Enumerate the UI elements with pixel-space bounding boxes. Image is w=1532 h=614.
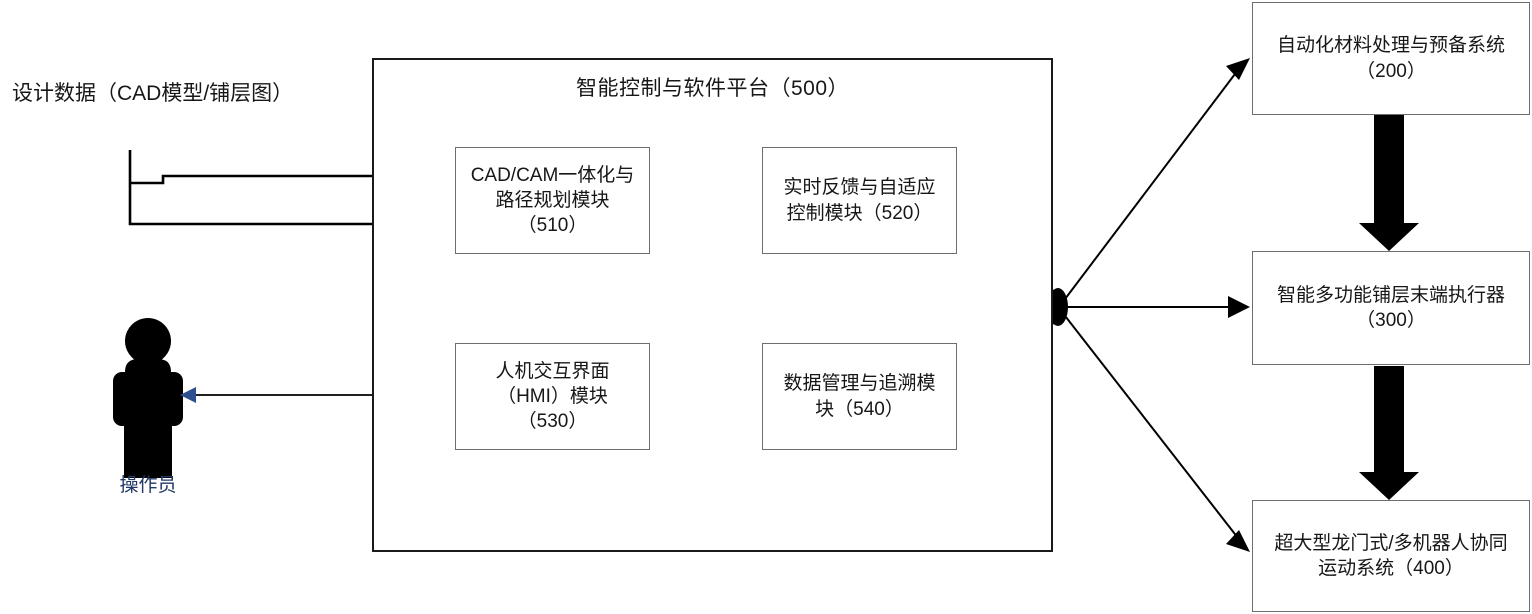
- arrow-platform-200: [1061, 58, 1250, 304]
- module-510-line-2: 路径规划模块: [495, 189, 610, 211]
- operator-label: 操作员: [98, 470, 198, 497]
- arrow-platform-300: [1062, 296, 1250, 318]
- module-510[interactable]: CAD/CAM一体化与 路径规划模块 （510）: [455, 147, 650, 254]
- platform-title-500: 智能控制与软件平台（500）: [372, 72, 1053, 102]
- module-530-label: 人机交互界面 （HMI）模块 （530）: [495, 359, 609, 434]
- system-300[interactable]: 智能多功能铺层末端执行器 （300）: [1252, 251, 1530, 365]
- module-530[interactable]: 人机交互界面 （HMI）模块 （530）: [455, 343, 650, 450]
- module-510-label: CAD/CAM一体化与 路径规划模块 （510）: [471, 163, 635, 238]
- system-200[interactable]: 自动化材料处理与预备系统 （200）: [1252, 2, 1530, 115]
- system-300-line-2: （300）: [1356, 310, 1426, 331]
- operator-icon: [113, 318, 183, 478]
- module-530-line-3: （530）: [517, 411, 588, 433]
- system-200-label: 自动化材料处理与预备系统 （200）: [1277, 33, 1505, 83]
- module-530-line-1: 人机交互界面: [495, 360, 610, 382]
- system-400-label: 超大型龙门式/多机器人协同 运动系统（400）: [1274, 531, 1507, 581]
- design-data-label: 设计数据（CAD模型/铺层图）: [12, 80, 302, 109]
- module-520[interactable]: 实时反馈与自适应 控制模块（520）: [762, 147, 957, 254]
- module-520-line-1: 实时反馈与自适应: [783, 177, 936, 199]
- arrow-platform-400: [1061, 311, 1250, 552]
- module-540-line-2: 块（540）: [815, 398, 904, 420]
- operator-label-text: 操作员: [119, 475, 177, 496]
- system-300-label: 智能多功能铺层末端执行器 （300）: [1277, 283, 1505, 333]
- module-540-line-1: 数据管理与追溯模: [783, 373, 936, 395]
- platform-title-text: 智能控制与软件平台（500）: [575, 77, 850, 100]
- module-540-label: 数据管理与追溯模 块（540）: [783, 371, 935, 421]
- system-200-line-2: （200）: [1356, 60, 1426, 82]
- module-540[interactable]: 数据管理与追溯模 块（540）: [762, 343, 957, 450]
- system-400[interactable]: 超大型龙门式/多机器人协同 运动系统（400）: [1252, 500, 1530, 612]
- arrow-300-400: [1359, 366, 1419, 500]
- arrow-200-300: [1359, 115, 1419, 251]
- system-400-line-2: 运动系统（400）: [1318, 558, 1464, 579]
- platform-container-500: [372, 58, 1053, 552]
- module-520-line-2: 控制模块（520）: [786, 202, 933, 224]
- module-520-label: 实时反馈与自适应 控制模块（520）: [783, 175, 935, 225]
- module-510-line-1: CAD/CAM一体化与: [470, 164, 635, 186]
- system-300-line-1: 智能多功能铺层末端执行器: [1276, 284, 1505, 306]
- module-530-line-2: （HMI）模块: [497, 385, 608, 407]
- module-510-line-3: （510）: [517, 215, 588, 237]
- system-200-line-1: 自动化材料处理与预备系统: [1276, 35, 1505, 57]
- design-data-text: 设计数据（CAD模型/铺层图）: [12, 82, 294, 105]
- system-400-line-1: 超大型龙门式/多机器人协同: [1274, 532, 1508, 554]
